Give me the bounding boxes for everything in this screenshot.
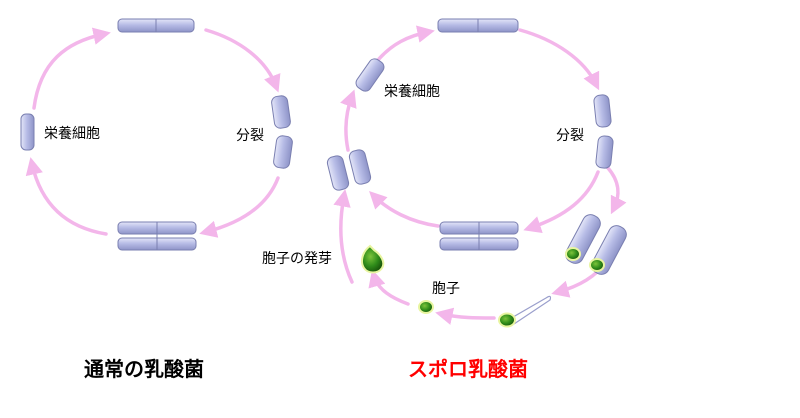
rod-cell (20, 113, 35, 151)
normal-cycle-arrows (25, 27, 281, 238)
rod-cell (271, 95, 291, 129)
normal-arrow-bottom-right (199, 176, 280, 238)
free-spore (418, 300, 434, 314)
sporo-arrow-top-right (518, 28, 600, 91)
normal-cell-pair-bottom (117, 221, 197, 251)
sporo-arrow-spore-to-germ (368, 269, 410, 306)
sporo-arrow-to-sporulation (606, 166, 627, 215)
normal-cell-left (20, 113, 35, 151)
sporo-arrow-inner-left (369, 191, 440, 228)
sporo-cycle-title: スポロ乳酸菌 (408, 357, 528, 381)
normal-cell-top (117, 18, 195, 33)
sporo-label-spore-germination: 胞子の発芽 (262, 251, 332, 267)
sporo-cell-top (437, 18, 519, 33)
endospore (565, 247, 581, 261)
rod-cell (273, 135, 293, 169)
endospore (589, 258, 605, 272)
sporo-label-division: 分裂 (556, 128, 584, 144)
sporo-arrow-release (435, 307, 496, 325)
rod-cell (355, 58, 385, 92)
normal-label-vegetative-cell: 栄養細胞 (44, 125, 100, 142)
released-spore (498, 312, 516, 328)
spore (418, 300, 434, 314)
rod-cell (595, 135, 614, 169)
normal-arrow-bottom-left (25, 157, 108, 236)
sporo-cycle-arrows (333, 25, 627, 325)
rod-cell (348, 149, 372, 185)
normal-cycle-title: 通常の乳酸菌 (84, 357, 204, 381)
released-spore-sheath (498, 295, 552, 328)
normal-arrow-top-right (204, 28, 281, 93)
sporo-arrow-to-vegetative (340, 89, 357, 152)
rod-cell (593, 94, 612, 128)
sporo-arrow-to-top (376, 25, 435, 62)
sporo-label-spore: 胞子 (432, 281, 460, 297)
germinating-spore-shape (361, 244, 385, 274)
normal-cell-dividing (271, 95, 293, 169)
sporo-arrow-germ-to-cells (333, 189, 354, 284)
empty-cell-wall (507, 295, 552, 325)
rod-cell (326, 155, 350, 191)
normal-label-division: 分裂 (236, 128, 264, 144)
sporo-label-vegetative-cell: 栄養細胞 (384, 83, 440, 100)
germinating-spore (361, 244, 385, 274)
sporangium-cells (565, 214, 627, 275)
sporo-cell-pair-germinated (326, 149, 372, 191)
sporo-cell-dividing (593, 94, 614, 169)
normal-arrow-top-left (32, 27, 111, 110)
sporo-cell-vegetative (355, 58, 385, 92)
sporo-arrow-bottom-right (523, 170, 600, 233)
sporo-cell-pair-bottom (439, 221, 519, 251)
